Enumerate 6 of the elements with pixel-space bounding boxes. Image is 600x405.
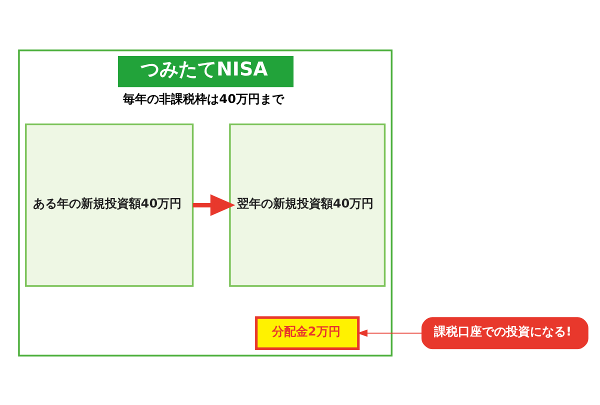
node-box: 課税口座での投資になる! — [422, 316, 588, 349]
node-box: 分配金2万円 — [255, 316, 360, 350]
node-box: 翌年の新規投資額40万円 — [229, 122, 386, 286]
arrow — [192, 194, 236, 216]
node-box: ある年の新規投資額40万円 — [25, 122, 194, 286]
arrow — [357, 329, 422, 336]
